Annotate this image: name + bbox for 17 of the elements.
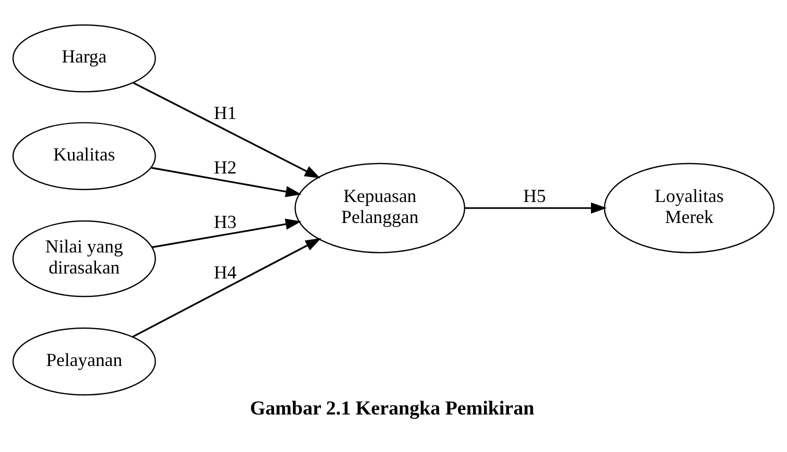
- arrow: [151, 166, 302, 198]
- edge-label: H5: [523, 186, 546, 207]
- node-ellipse: Nilai yang dirasakan: [12, 220, 156, 298]
- caption: Gambar 2.1 Kerangka Pemikiran: [250, 397, 534, 420]
- node-ellipse: Pelayanan: [12, 327, 156, 396]
- node-ellipse: Kualitas: [12, 122, 156, 190]
- arrow: [132, 238, 322, 338]
- arrow: [464, 202, 607, 214]
- node-ellipse: Kepuasan Pelanggan: [294, 162, 466, 254]
- node-ellipse: Harga: [12, 24, 156, 92]
- edge-label: H4: [214, 262, 237, 284]
- edge-label: H2: [214, 157, 237, 178]
- node-ellipse: Loyalitas Merek: [604, 162, 775, 254]
- edge-label: H1: [214, 102, 237, 124]
- edge-label: H3: [214, 212, 237, 233]
- arrow: [132, 82, 321, 178]
- arrow: [152, 218, 302, 248]
